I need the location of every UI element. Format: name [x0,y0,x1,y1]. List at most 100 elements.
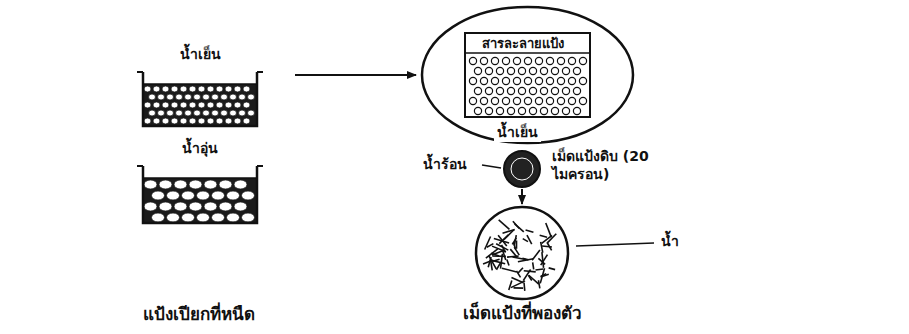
starch-granule [221,94,228,100]
amylose-strand [529,275,539,284]
starch-granule [579,57,586,64]
starch-granule [502,57,509,64]
starch-granule [153,118,160,124]
starch-granule [197,213,210,222]
starch-granule [551,67,558,74]
starch-granule [529,87,536,94]
starch-granule [144,102,151,108]
water-surface [465,52,590,54]
starch-granule [225,118,232,124]
amylose-strand [527,235,532,244]
starch-granule [212,191,225,200]
starch-granule [546,77,553,84]
starch-granule [171,86,178,92]
starch-granule [562,67,569,74]
amylose-strand [538,280,539,288]
starch-granule [144,118,151,124]
starch-granule [189,86,196,92]
starch-granule [219,202,232,211]
starch-granule [469,57,476,64]
beaker-wall [143,72,257,126]
starch-granule [524,97,531,104]
amylose-strand [502,268,517,272]
node-label: เม็ดแป้งดิบ (20 ไมครอน) [549,148,667,183]
starch-granule [144,202,157,211]
starch-granule [234,202,247,211]
flow-arrow [521,189,523,204]
starch-granule [546,57,553,64]
starch-granule [579,77,586,84]
starch-granule [204,202,217,211]
amylose-strand [516,271,520,277]
starch-granule [535,57,542,64]
amylose-strand [526,230,534,232]
starch-granule [174,202,187,211]
amylose-strand [523,239,528,242]
starch-granule [198,118,205,124]
starch-granule [491,57,498,64]
starch-granule [162,118,169,124]
starch-granule [513,57,520,64]
amylose-strand [547,242,552,250]
starch-granule [234,86,241,92]
starch-granule [197,191,210,200]
starch-granule [502,77,509,84]
amylose-strand [483,260,493,264]
node-label: สารละลายแป้ง [479,36,567,52]
starch-granule [207,118,214,124]
starch-granule [182,213,195,222]
starch-granule [171,118,178,124]
starch-granule [180,118,187,124]
raw-granule [504,151,540,187]
granule-ring [511,158,533,180]
starch-granule [152,213,165,222]
caption-label: แป้งเปียกที่หนืด [140,304,258,325]
starch-granule [234,118,241,124]
starch-granule [194,94,201,100]
starch-granule [162,86,169,92]
starch-granule [524,57,531,64]
starch-granule [507,107,514,114]
starch-granule [518,107,525,114]
starch-granule [248,94,255,100]
starch-granule [230,110,237,116]
amylose-strand [489,256,496,269]
amylose-strand [549,268,555,270]
amylose-strand [540,235,547,237]
starch-granule [189,102,196,108]
node-label: น้ำเย็น [177,46,224,64]
granule-node: เม็ดแป้งดิบ (20 ไมครอน) [503,150,541,188]
starch-granule [485,87,492,94]
amylose-strand [499,220,510,229]
starch-granule [524,77,531,84]
amylose-strand [524,271,536,272]
starch-granule [496,107,503,114]
starch-granule [480,57,487,64]
starch-granule [207,102,214,108]
amylose-strand [515,224,524,232]
beaker: น้ำอุ่น [135,142,265,227]
starch-granule [153,102,160,108]
starch-granule [212,213,225,222]
part-label: น้ำเย็น [494,124,541,142]
starch-granule [216,118,223,124]
amylose-strand [504,230,514,240]
starch-granule [194,110,201,116]
starch-granule [557,97,564,104]
starch-granule [189,202,202,211]
leader-line [482,165,501,168]
amylose-strand [518,268,523,273]
starch-granule [568,57,575,64]
starch-granule [185,110,192,116]
starch-granule [171,102,178,108]
starch-granule [185,94,192,100]
starch-granule [159,180,172,189]
amylose-strand [546,223,552,237]
starch-granule [518,87,525,94]
starch-granule [149,94,156,100]
amylose-strand [536,269,544,270]
part-label: น้ำร้อน [420,156,470,174]
magnify-circle [422,7,633,143]
starch-granule [491,97,498,104]
starch-granule [174,180,187,189]
